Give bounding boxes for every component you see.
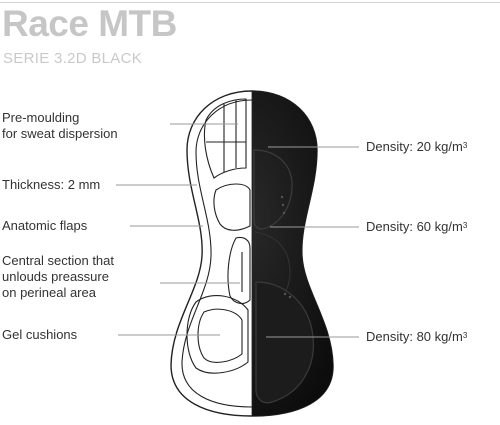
top-divider (0, 2, 500, 3)
page-subtitle: SERIE 3.2D BLACK (3, 50, 143, 67)
density-unit-exponent: 3 (462, 141, 468, 150)
label-density-60: Density: 60 kg/m3 (366, 219, 467, 235)
label-line: on perineal area (2, 285, 96, 300)
label-line: Gel cushions (2, 327, 78, 342)
label-line: Central section that (2, 253, 115, 268)
label-density-20: Density: 20 kg/m3 (366, 139, 467, 155)
label-line: Thickness: 2 mm (2, 177, 101, 192)
density-text: Density: 60 kg/m (366, 219, 463, 234)
density-unit-exponent: 3 (462, 221, 468, 230)
page-title: Race MTB (2, 3, 177, 44)
label-line: unlouds preassure (2, 269, 109, 284)
pad-light-half (181, 98, 252, 408)
label-density-80: Density: 80 kg/m3 (366, 329, 467, 345)
pad-dark-half (252, 91, 334, 416)
label-central-section: Central section that unlouds preassure o… (2, 253, 114, 301)
density-text: Density: 80 kg/m (366, 329, 463, 344)
label-line: Pre-moulding (2, 110, 80, 125)
label-gel-cushions: Gel cushions (2, 327, 77, 343)
label-line: Anatomic flaps (2, 218, 88, 233)
label-pre-moulding: Pre-moulding for sweat dispersion (2, 110, 118, 142)
label-anatomic-flaps: Anatomic flaps (2, 218, 87, 234)
label-line: for sweat dispersion (2, 126, 118, 141)
density-text: Density: 20 kg/m (366, 139, 463, 154)
density-unit-exponent: 3 (462, 331, 468, 340)
label-thickness: Thickness: 2 mm (2, 177, 100, 193)
